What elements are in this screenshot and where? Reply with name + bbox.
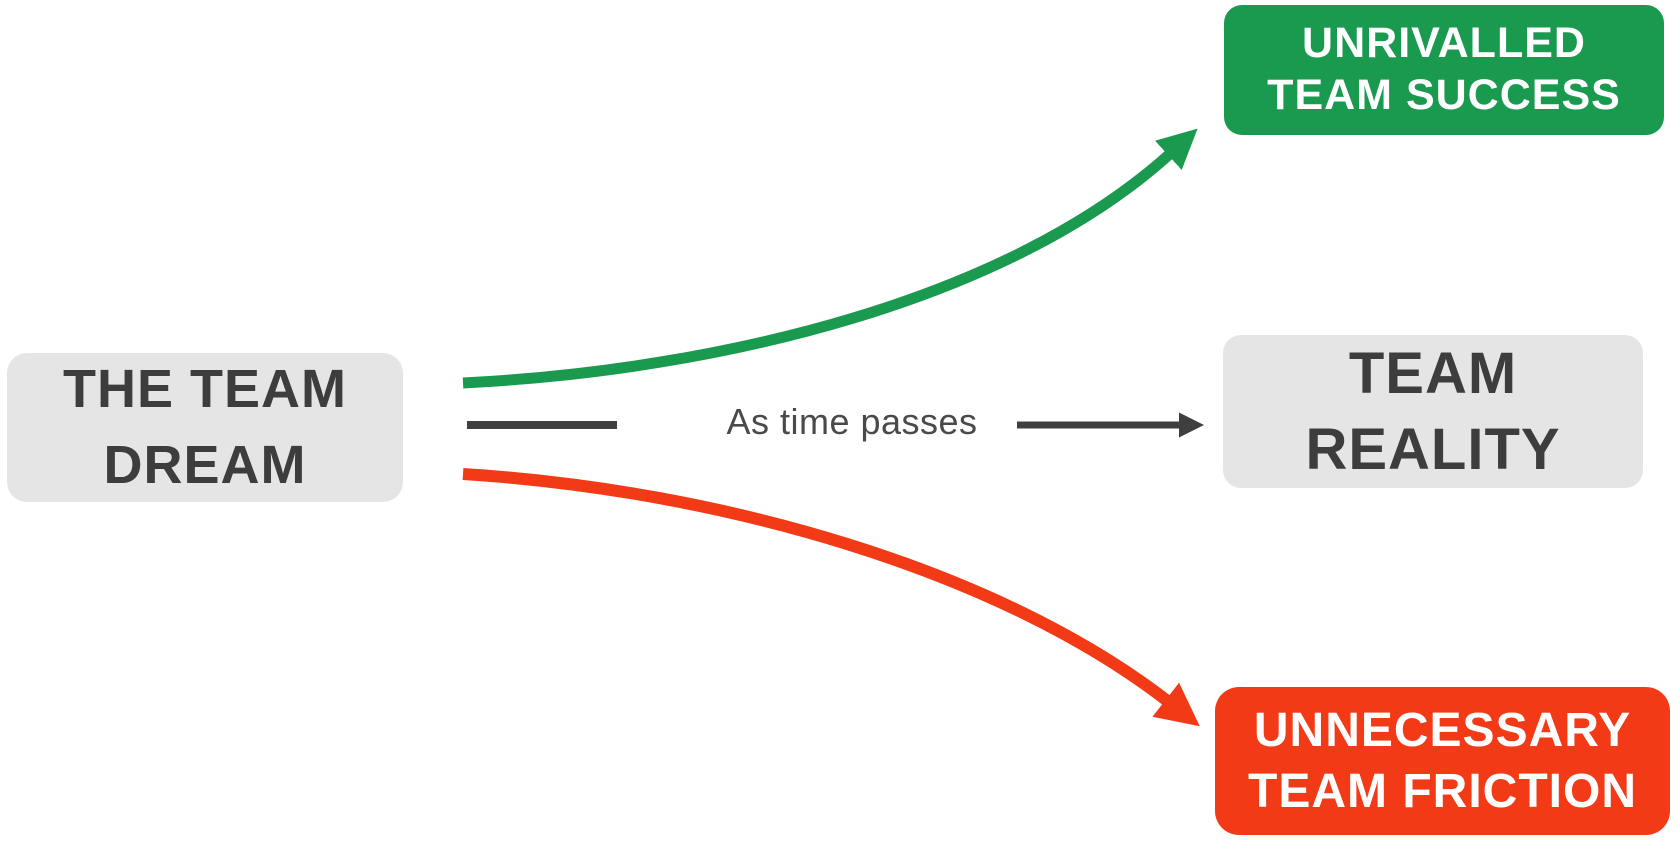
success-line1: UNRIVALLED (1302, 19, 1586, 68)
friction-curve-arrow (462, 468, 1200, 727)
success-line2: TEAM SUCCESS (1267, 71, 1621, 119)
as-time-passes-label: As time passes (726, 401, 978, 442)
team-dream-line1: THE TEAM (63, 358, 347, 419)
success-curve-arrow (462, 128, 1198, 389)
team-dream-box: THE TEAM DREAM (7, 353, 403, 502)
friction-line2: TEAM FRICTION (1248, 765, 1637, 818)
unnecessary-team-friction-box: UNNECESSARY TEAM FRICTION (1215, 687, 1670, 835)
team-reality-box: TEAM REALITY (1223, 335, 1643, 488)
reality-line2: REALITY (1305, 416, 1561, 482)
unrivalled-team-success-box: UNRIVALLED TEAM SUCCESS (1224, 5, 1664, 135)
team-dream-line2: DREAM (103, 434, 307, 495)
reality-line1: TEAM (1348, 341, 1518, 407)
friction-line1: UNNECESSARY (1253, 703, 1632, 757)
